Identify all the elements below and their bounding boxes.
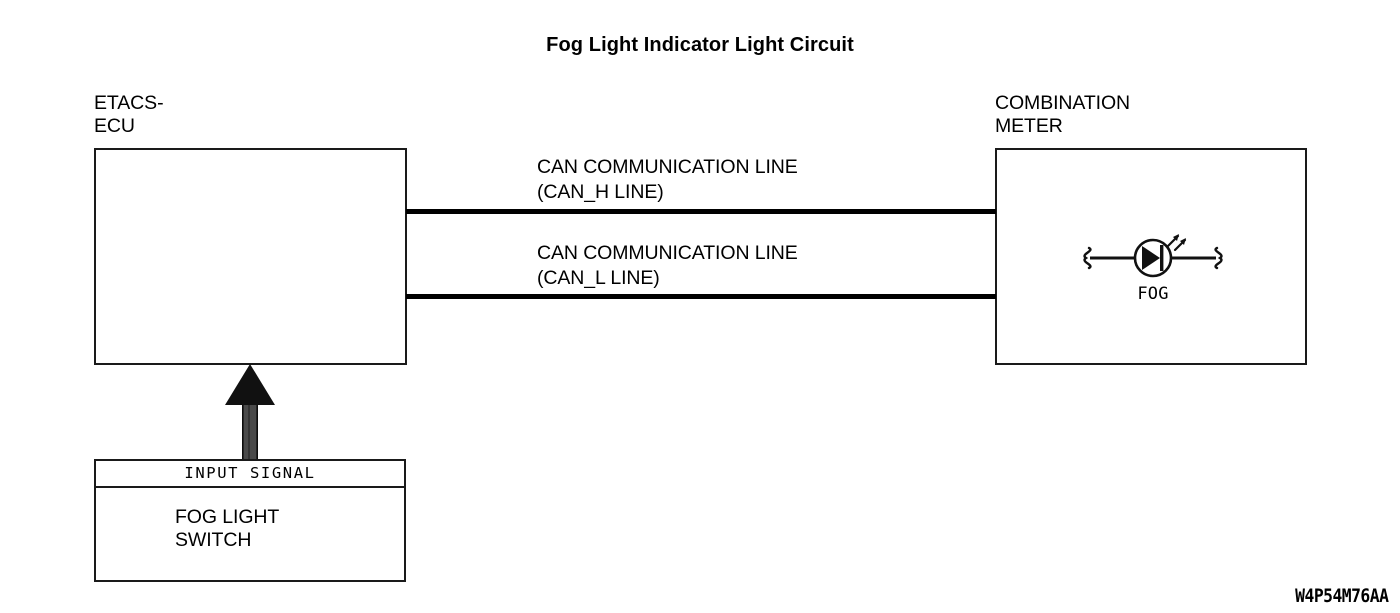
input-signal-header: INPUT SIGNAL xyxy=(94,459,406,488)
fog-light-switch-label: FOG LIGHT SWITCH xyxy=(175,506,280,551)
combination-meter-label: COMBINATION METER xyxy=(995,92,1131,137)
drawing-code: W4P54M76AA xyxy=(1294,585,1389,607)
fog-indicator-caption: FOG xyxy=(1137,284,1169,304)
can-high-line-label: CAN COMMUNICATION LINE (CAN_H LINE) xyxy=(537,156,798,203)
etacs-ecu-box xyxy=(94,148,407,365)
can-low-line xyxy=(406,294,996,299)
input-signal-arrow xyxy=(225,364,275,460)
etacs-ecu-label: ETACS- ECU xyxy=(94,92,164,137)
led-indicator-lamp-icon xyxy=(1083,234,1223,278)
can-high-line xyxy=(406,209,996,214)
page-title: Fog Light Indicator Light Circuit xyxy=(546,34,854,56)
fog-light-switch-box xyxy=(94,459,406,582)
can-low-line-label: CAN COMMUNICATION LINE (CAN_L LINE) xyxy=(537,242,798,289)
